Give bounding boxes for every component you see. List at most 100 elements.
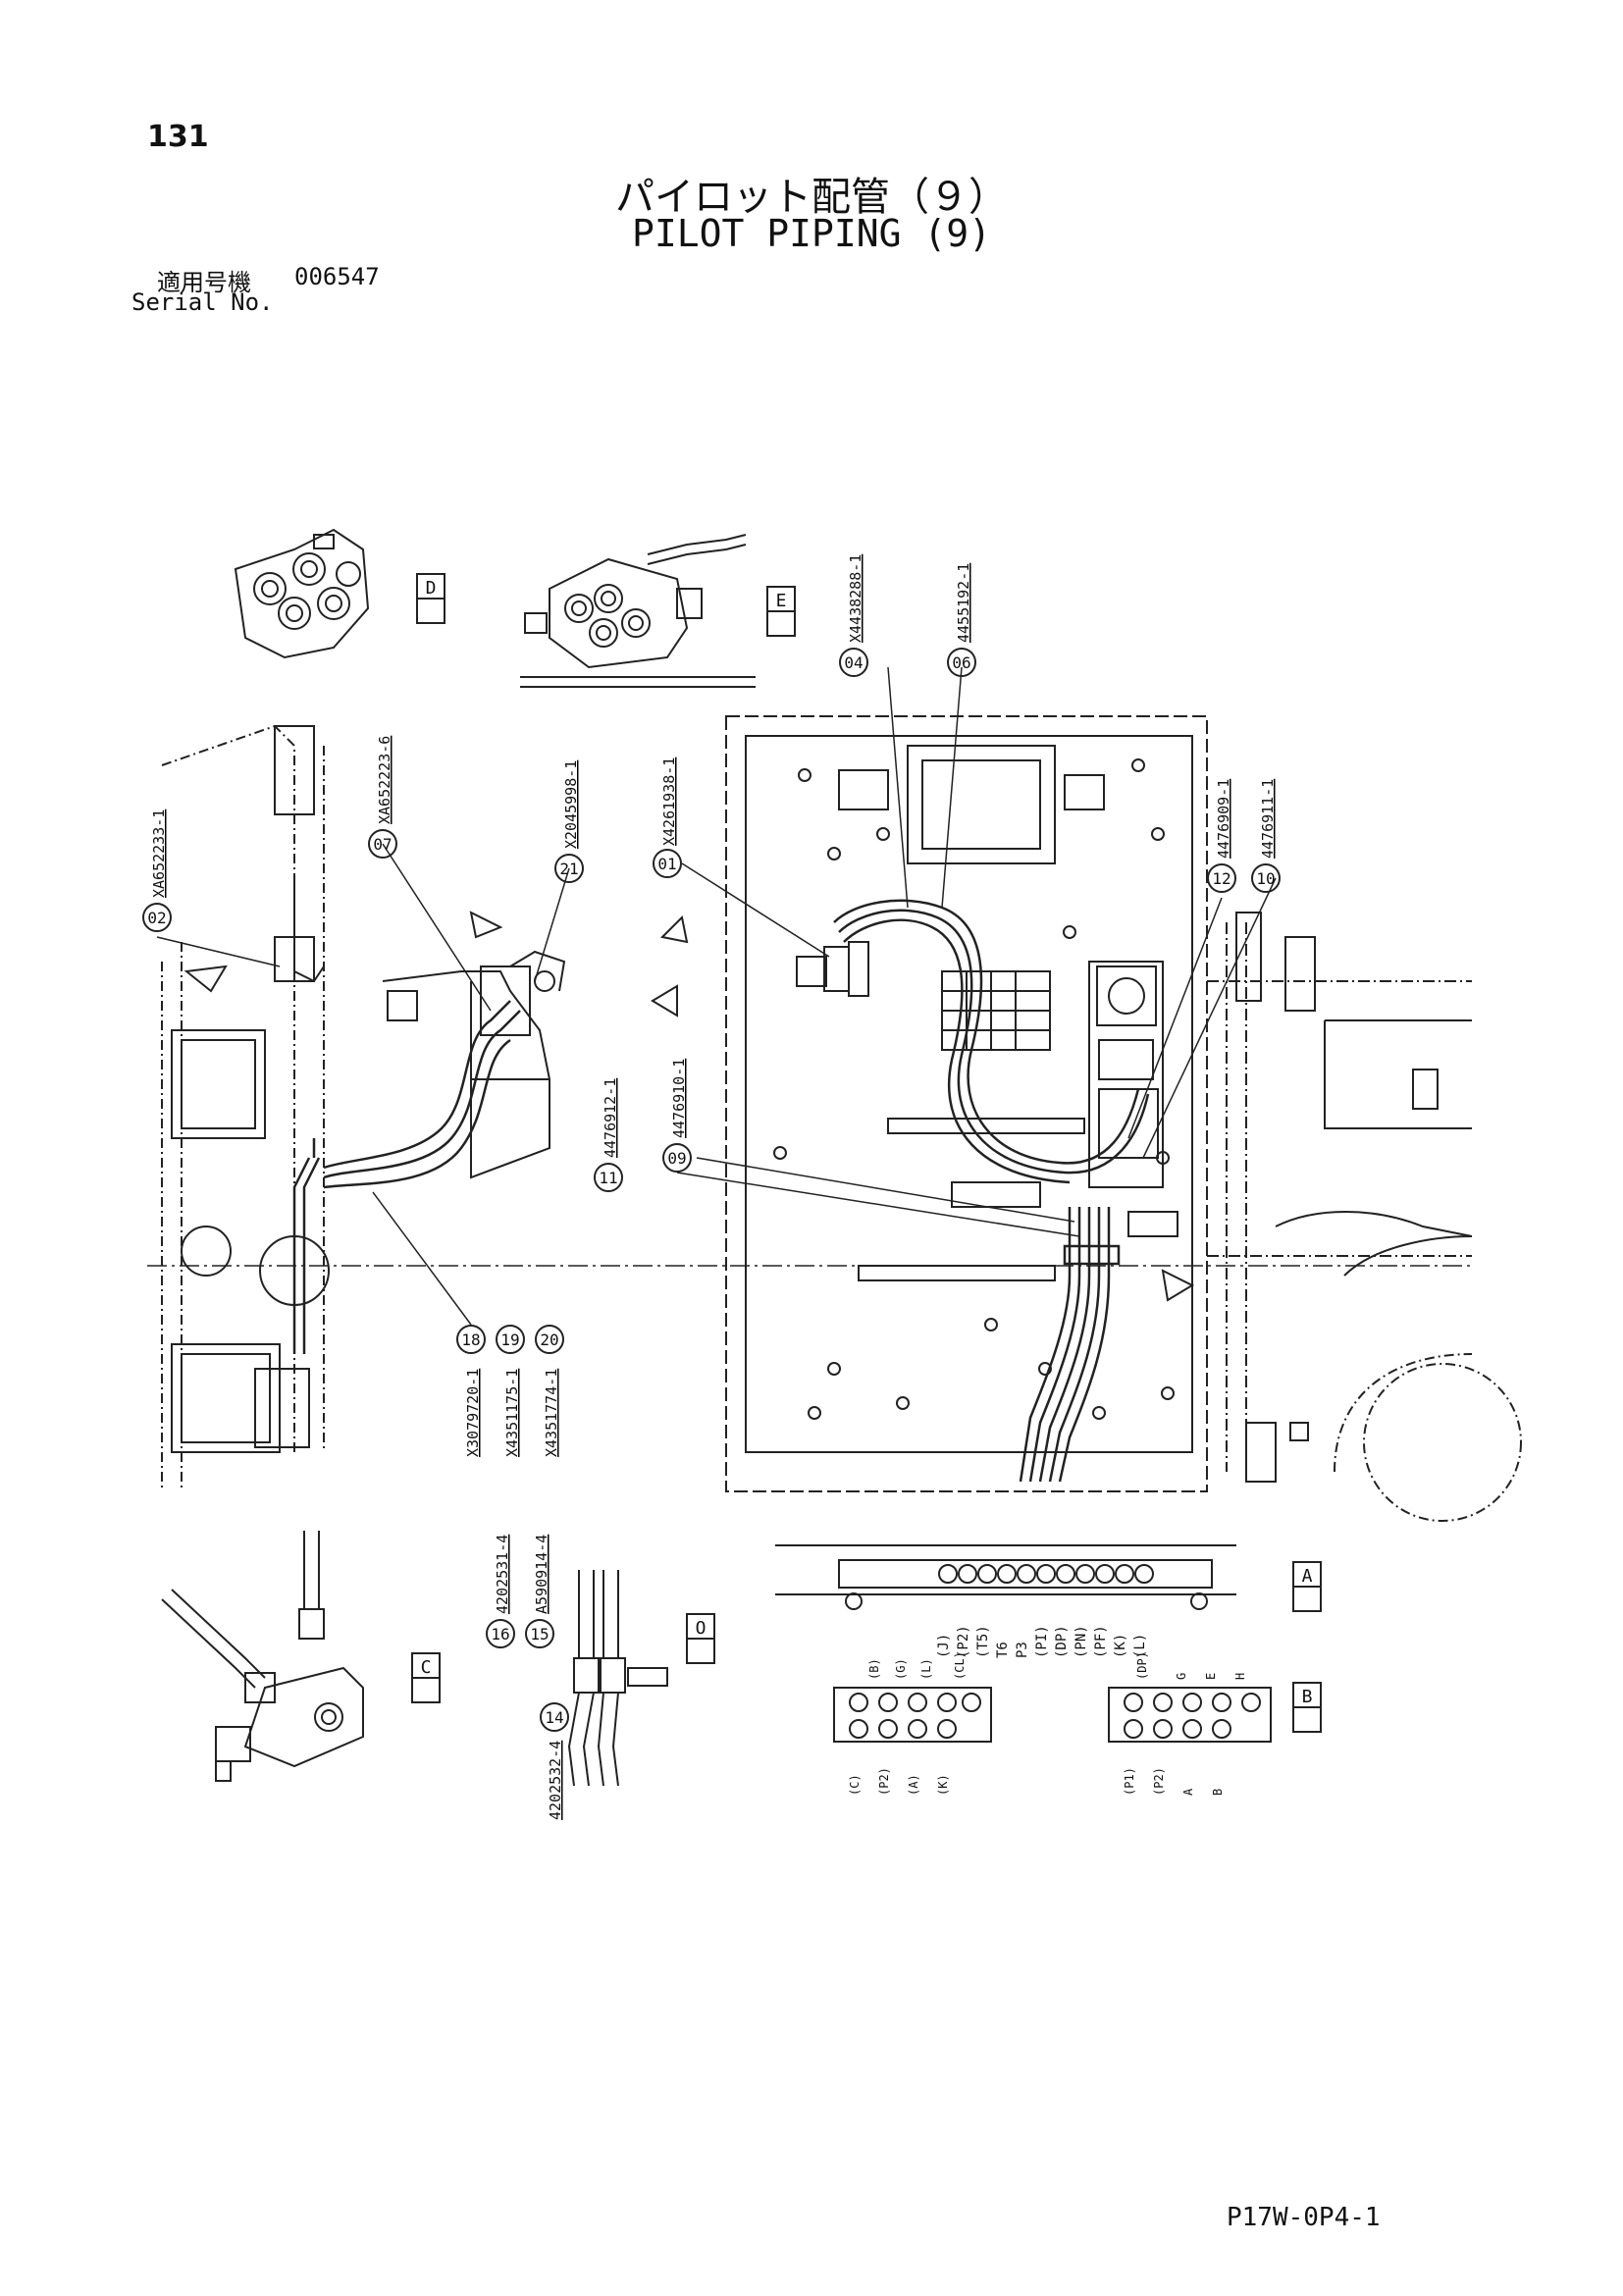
drawing-code: P17W-0P4-1 [1227, 2203, 1381, 2232]
part-number-18: X3079720-1 [464, 1369, 482, 1457]
serial-label-jp: 適用号機 [157, 269, 251, 296]
part-number-12: 4476909-1 [1215, 779, 1232, 859]
svg-text:14: 14 [545, 1708, 563, 1727]
svg-text:P3: P3 [1015, 1642, 1030, 1658]
part-number-20: X4351774-1 [543, 1369, 560, 1457]
part-numbers: X4261938-1 XA652233-1 X4438288-1 4455192… [150, 554, 1277, 1820]
svg-text:(J): (J) [936, 1634, 952, 1658]
part-number-01: X4261938-1 [660, 757, 678, 846]
section-b-strip [833, 1682, 1322, 1743]
svg-text:(T5): (T5) [975, 1625, 991, 1658]
svg-text:07: 07 [373, 835, 392, 854]
detail-o-fittings [567, 1570, 715, 1787]
callout-07: 07 [368, 829, 397, 859]
svg-text:10: 10 [1256, 869, 1275, 888]
part-number-07: XA652223-6 [376, 736, 393, 824]
part-number-15: A590914-4 [533, 1535, 550, 1614]
detail-e-label-box [766, 586, 796, 637]
svg-text:(L): (L) [1132, 1634, 1148, 1658]
serial-value: 006547 [294, 263, 380, 290]
right-console [1088, 961, 1164, 1188]
part-number-14: 4202532-4 [547, 1741, 564, 1820]
part-number-16: 4202531-4 [494, 1535, 511, 1614]
callout-18: 18 [456, 1325, 486, 1354]
svg-text:(DP): (DP) [1135, 1651, 1149, 1680]
svg-text:18: 18 [461, 1331, 480, 1349]
callout-21: 21 [554, 854, 584, 883]
svg-text:20: 20 [540, 1331, 558, 1349]
svg-text:T6: T6 [995, 1642, 1011, 1658]
callout-06: 06 [947, 648, 976, 677]
section-a-ports [938, 1564, 1154, 1584]
svg-text:19: 19 [500, 1331, 519, 1349]
callout-09: 09 [662, 1143, 692, 1173]
left-frame [161, 724, 325, 1491]
view-letter-c: C [421, 1657, 432, 1678]
callout-14: 14 [540, 1702, 569, 1732]
svg-text:(L): (L) [919, 1658, 933, 1680]
part-number-19: X4351175-1 [503, 1369, 521, 1457]
svg-text:(DP): (DP) [1054, 1625, 1070, 1658]
svg-text:B: B [1211, 1789, 1225, 1796]
svg-text:16: 16 [491, 1625, 509, 1644]
svg-text:(PI): (PI) [1034, 1625, 1050, 1658]
callouts: 01 02 04 06 07 09 10 11 12 14 15 16 18 1… [142, 648, 1281, 1732]
svg-text:(PF): (PF) [1093, 1625, 1109, 1658]
svg-text:(P2): (P2) [956, 1625, 971, 1658]
section-a-port-labels: (J) (P2) (T5) T6 P3 (PI) (DP) (PN) (PF) … [936, 1625, 1148, 1658]
callout-04: 04 [839, 648, 868, 677]
svg-text:(B): (B) [867, 1658, 881, 1680]
pilot-hose-bundle-center [833, 899, 1150, 1483]
left-frame-detail [171, 725, 330, 1453]
svg-text:11: 11 [599, 1169, 617, 1187]
view-letter-a: A [1302, 1566, 1313, 1587]
svg-text:(P1): (P1) [1123, 1767, 1136, 1796]
svg-text:E: E [1204, 1673, 1218, 1680]
part-number-02: XA652233-1 [150, 809, 168, 898]
callout-10: 10 [1251, 863, 1281, 893]
right-structure [1207, 912, 1522, 1522]
detail-d-label-box [416, 573, 445, 624]
callout-20: 20 [535, 1325, 564, 1354]
svg-text:(K): (K) [1113, 1634, 1128, 1658]
svg-text:04: 04 [844, 653, 863, 672]
hose-connector-01 [796, 941, 869, 997]
svg-text:(A): (A) [907, 1774, 920, 1796]
page-title-en: PILOT PIPING (9) [631, 212, 992, 255]
svg-text:06: 06 [952, 653, 970, 672]
part-number-04: X4438288-1 [847, 554, 864, 643]
svg-text:21: 21 [559, 860, 578, 878]
svg-text:(K): (K) [936, 1774, 950, 1796]
callout-12: 12 [1207, 863, 1236, 893]
view-arrows [183, 911, 1195, 1302]
part-number-09: 4476910-1 [670, 1059, 688, 1138]
section-a-strip [775, 1544, 1322, 1612]
page-title-jp: パイロット配管（９） [615, 175, 1008, 220]
part-number-21: X2045998-1 [562, 760, 580, 849]
page-number: 131 [147, 120, 209, 154]
serial-label-en: Serial No. [131, 288, 274, 316]
svg-text:(G): (G) [894, 1658, 908, 1680]
svg-text:A: A [1181, 1788, 1195, 1796]
detail-e-valve [520, 534, 756, 688]
view-letter-o: O [696, 1618, 707, 1639]
detail-c-valve [161, 1531, 441, 1782]
svg-text:(CL): (CL) [953, 1651, 967, 1680]
callout-15: 15 [525, 1619, 554, 1648]
callout-11: 11 [594, 1163, 623, 1192]
part-number-11: 4476912-1 [602, 1078, 619, 1158]
pilot-hose-bundle-left [292, 1000, 521, 1354]
view-letter-e: E [776, 591, 787, 611]
part-number-10: 4476911-1 [1259, 779, 1277, 859]
pilot-valve-block [382, 950, 566, 1179]
part-number-06: 4455192-1 [955, 563, 972, 643]
callout-02: 02 [142, 903, 172, 932]
svg-text:01: 01 [657, 855, 676, 873]
svg-text:09: 09 [667, 1149, 686, 1168]
view-letter-d: D [426, 578, 437, 599]
view-letter-b: B [1302, 1687, 1313, 1707]
svg-text:(P2): (P2) [1152, 1767, 1166, 1796]
section-b-port-labels: (B) (G) (L) (CL) (DP) G E H (C) (P2) (A)… [848, 1651, 1247, 1796]
svg-text:15: 15 [530, 1625, 549, 1644]
